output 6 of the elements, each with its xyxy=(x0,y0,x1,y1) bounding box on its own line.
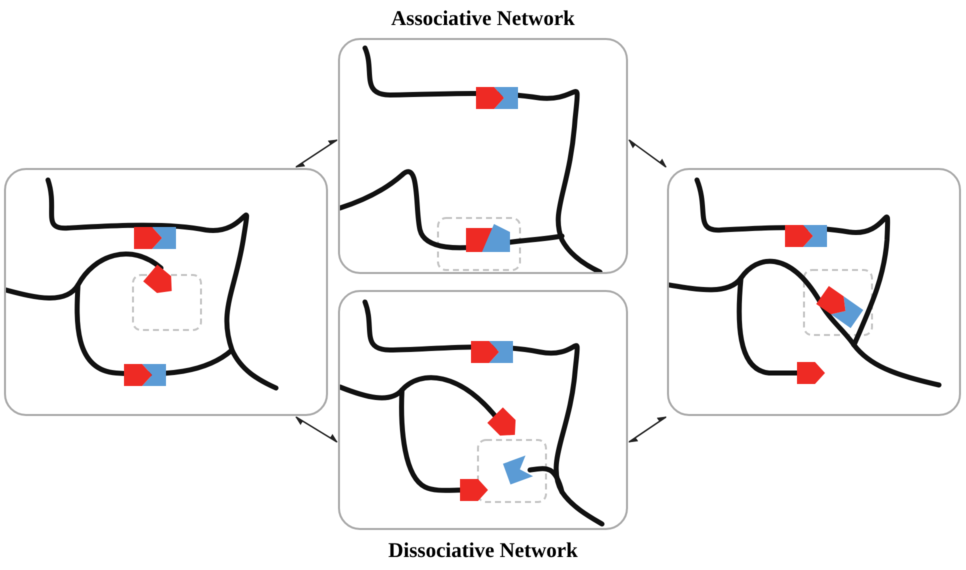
equilibrium-arrow xyxy=(295,139,338,168)
network-title: Associative Network xyxy=(390,6,576,31)
equilibrium-arrow xyxy=(295,416,338,443)
equilibrium-arrow xyxy=(628,416,667,443)
equilibrium-arrow xyxy=(628,139,667,168)
network-title: Dissociative Network xyxy=(387,538,579,563)
